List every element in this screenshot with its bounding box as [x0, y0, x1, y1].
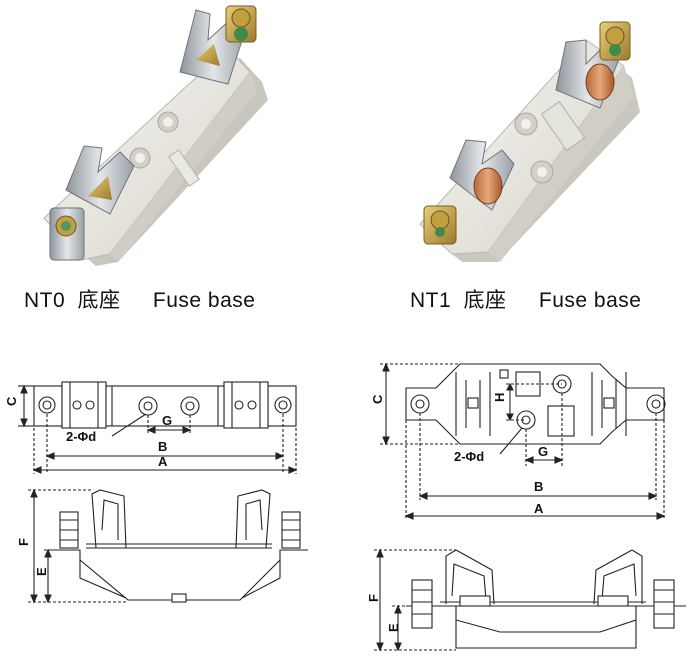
nt0-dim-b: B: [158, 439, 167, 454]
nt1-dim-g: G: [538, 444, 548, 459]
nt1-caption: NT1 底座 Fuse base: [410, 284, 641, 314]
nt1-dim-e: E: [386, 623, 401, 632]
nt0-model-label: NT0: [24, 289, 66, 312]
nt0-side-view-drawing: [28, 488, 308, 604]
nt0-dim-e: E: [34, 567, 49, 576]
nt1-dim-h: H: [492, 393, 507, 402]
nt0-dim-c: C: [4, 396, 19, 406]
nt0-fuse-base-photo: [43, 5, 268, 266]
nt0-top-view-drawing: [18, 381, 298, 474]
nt1-dim-hole: 2-Φd: [454, 449, 484, 464]
nt0-base-label-cn: 底座: [77, 288, 121, 312]
nt0-caption: NT0 底座 Fuse base: [24, 284, 255, 314]
nt0-dim-f: F: [16, 538, 31, 546]
nt0-dim-g: G: [162, 413, 172, 428]
nt1-fuse-base-photo: [419, 21, 640, 262]
nt0-base-label-en: Fuse base: [152, 289, 256, 312]
nt1-dim-c: C: [370, 394, 385, 404]
nt1-base-label-en: Fuse base: [538, 289, 642, 312]
nt0-dim-hole: 2-Φd: [66, 429, 96, 444]
nt1-base-label-cn: 底座: [463, 288, 507, 312]
nt0-dim-a: A: [158, 454, 168, 469]
nt1-dim-a: A: [534, 501, 544, 516]
nt1-dim-b: B: [534, 479, 543, 494]
nt1-model-label: NT1: [410, 289, 452, 312]
nt1-side-view-drawing: [374, 548, 686, 652]
nt1-top-view-drawing: [380, 362, 666, 520]
nt1-dim-f: F: [366, 594, 381, 602]
